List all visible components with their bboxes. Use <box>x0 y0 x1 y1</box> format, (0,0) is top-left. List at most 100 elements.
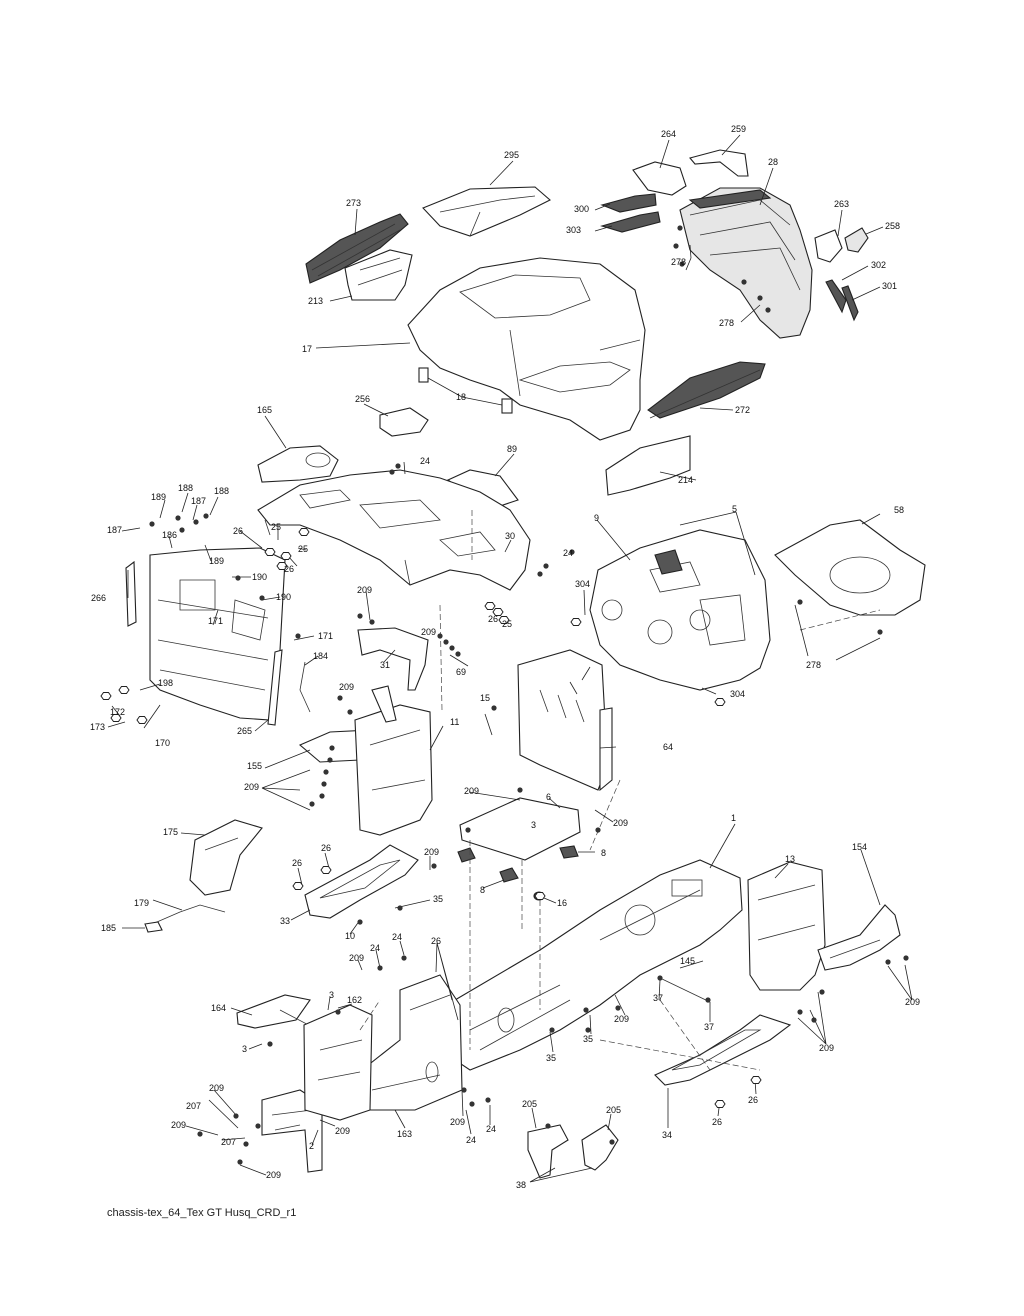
bolt-icon <box>797 1009 803 1015</box>
callout-278: 278 <box>719 318 734 328</box>
callout-209: 209 <box>614 1014 629 1024</box>
callout-187: 187 <box>107 525 122 535</box>
callout-58: 58 <box>894 505 904 515</box>
nut-icon <box>714 698 726 706</box>
bolt-icon <box>237 1159 243 1165</box>
bolt-icon <box>595 827 601 833</box>
callout-26: 26 <box>748 1095 758 1105</box>
callout-26: 26 <box>233 526 243 536</box>
callout-272: 272 <box>735 405 750 415</box>
callout-8: 8 <box>601 848 606 858</box>
callout-13: 13 <box>785 854 795 864</box>
bolt-icon <box>443 639 449 645</box>
callout-209: 209 <box>613 818 628 828</box>
part-clip <box>457 845 579 883</box>
callout-273: 273 <box>346 198 361 208</box>
bolt-icon <box>259 595 265 601</box>
callout-37: 37 <box>704 1022 714 1032</box>
callout-26: 26 <box>712 1117 722 1127</box>
bolt-icon <box>537 571 543 577</box>
part-small-cover <box>379 407 429 437</box>
callout-209: 209 <box>905 997 920 1007</box>
callout-154: 154 <box>852 842 867 852</box>
callout-300: 300 <box>574 204 589 214</box>
callout-209: 209 <box>464 786 479 796</box>
bolt-icon <box>469 1101 475 1107</box>
callout-24: 24 <box>563 548 573 558</box>
bolt-icon <box>657 975 663 981</box>
callout-34: 34 <box>662 1130 672 1140</box>
callout-25: 25 <box>502 619 512 629</box>
callout-162: 162 <box>347 995 362 1005</box>
callout-184: 184 <box>313 651 328 661</box>
nut-icon <box>484 602 496 610</box>
callout-5: 5 <box>732 504 737 514</box>
nut-icon <box>498 616 510 624</box>
part-step-cover <box>189 819 263 896</box>
bolt-icon <box>369 619 375 625</box>
callout-89: 89 <box>507 444 517 454</box>
callout-2: 2 <box>309 1141 314 1151</box>
bolt-icon <box>329 745 335 751</box>
nut-icon <box>264 548 276 556</box>
bolt-icon <box>517 787 523 793</box>
part-cover-plate <box>459 797 581 861</box>
bolt-icon <box>465 827 471 833</box>
bolt-icon <box>321 781 327 787</box>
drawing-caption: chassis-tex_64_Tex GT Husq_CRD_r1 <box>107 1207 297 1219</box>
callout-3: 3 <box>531 820 536 830</box>
bolt-icon <box>179 527 185 533</box>
bolt-icon <box>431 863 437 869</box>
part-grille-bracket <box>344 249 413 301</box>
callout-163: 163 <box>397 1129 412 1139</box>
part-seat-pan <box>774 519 926 616</box>
part-rear-plate <box>747 861 826 991</box>
callout-209: 209 <box>349 953 364 963</box>
callout-64: 64 <box>663 742 673 752</box>
part-hood-top <box>422 186 551 237</box>
callout-24: 24 <box>486 1124 496 1134</box>
callout-173: 173 <box>90 722 105 732</box>
bolt-icon <box>295 633 301 639</box>
bolt-icon <box>549 1027 555 1033</box>
callout-304: 304 <box>575 579 590 589</box>
nut-icon <box>110 714 122 722</box>
part-side-decal <box>825 279 859 322</box>
callout-263: 263 <box>834 199 849 209</box>
callout-labels: 295 273 264 259 28 300 303 263 258 278 3… <box>90 124 920 1190</box>
callout-37: 37 <box>653 993 663 1003</box>
callout-278: 278 <box>671 257 686 267</box>
callout-256: 256 <box>355 394 370 404</box>
bolt-icon <box>389 469 395 475</box>
callout-35: 35 <box>433 894 443 904</box>
callout-209: 209 <box>209 1083 224 1093</box>
part-dash-housing <box>589 529 771 691</box>
part-hitch <box>817 904 901 971</box>
part-dash-panel <box>517 649 613 792</box>
leader-lines <box>107 134 913 1183</box>
callout-209: 209 <box>819 1043 834 1053</box>
callout-30: 30 <box>505 531 515 541</box>
callout-17: 17 <box>302 344 312 354</box>
nut-icon <box>298 528 310 536</box>
part-grille-strip <box>647 361 766 419</box>
part-hood-insert <box>418 367 513 414</box>
callout-209: 209 <box>424 847 439 857</box>
bolt-icon <box>203 513 209 519</box>
callout-28: 28 <box>768 157 778 167</box>
callout-185: 185 <box>101 923 116 933</box>
nut-icon <box>276 562 288 570</box>
callout-209: 209 <box>421 627 436 637</box>
callout-190: 190 <box>252 572 267 582</box>
callout-26: 26 <box>488 614 498 624</box>
callout-26: 26 <box>321 843 331 853</box>
hardware-fasteners <box>100 225 909 1165</box>
callout-265: 265 <box>237 726 252 736</box>
bolt-icon <box>449 645 455 651</box>
bolt-icon <box>609 1139 615 1145</box>
bolt-icon <box>401 955 407 961</box>
part-headlight-cover <box>814 227 869 263</box>
bolt-icon <box>319 793 325 799</box>
nut-icon <box>320 866 332 874</box>
callout-24: 24 <box>370 943 380 953</box>
